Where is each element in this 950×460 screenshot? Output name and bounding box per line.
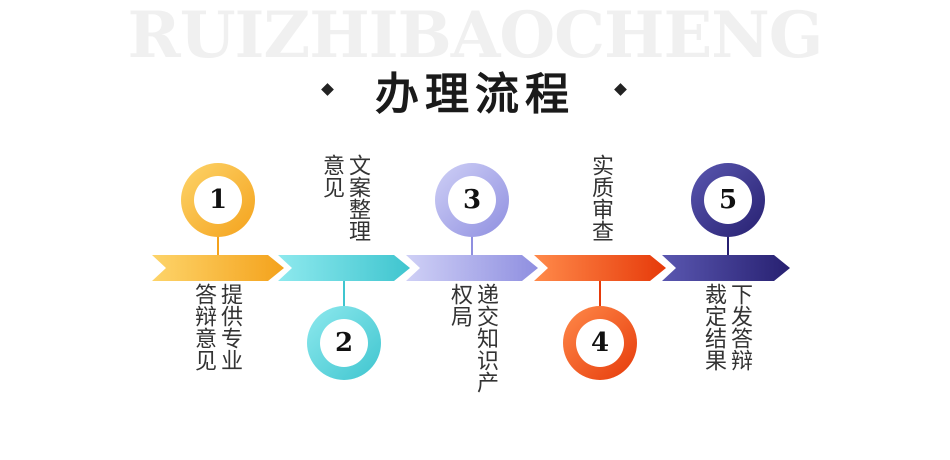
step-number-3: 3 [462, 185, 482, 215]
step-text-4: 实质审查 [588, 154, 613, 242]
arrow-segment-3 [406, 255, 538, 281]
step-text-5: 下发答辩裁定结果 [701, 283, 752, 371]
step-circle-3 [435, 163, 509, 237]
step-text-1: 提供专业答辩意见 [191, 283, 242, 371]
arrow-segment-5 [662, 255, 790, 281]
watermark-text: RUIZHIBAOCHENG [127, 0, 824, 73]
arrow-segment-2 [278, 255, 410, 281]
step-number-1: 1 [208, 185, 228, 215]
arrow-segment-4 [534, 255, 666, 281]
step-number-4: 4 [590, 328, 610, 358]
step-text-3: 递交知识产权局 [447, 283, 498, 393]
page-title: 办理流程 [375, 69, 575, 120]
step-circle-5 [691, 163, 765, 237]
step-number-5: 5 [718, 185, 738, 215]
step-circle-4 [563, 306, 637, 380]
step-circle-1 [181, 163, 255, 237]
step-circle-2 [307, 306, 381, 380]
step-text-2: 文案整理意见 [319, 154, 370, 242]
title-area: 办理流程 [0, 58, 950, 120]
arrow-segment-1 [152, 255, 284, 281]
step-number-2: 2 [334, 328, 354, 358]
